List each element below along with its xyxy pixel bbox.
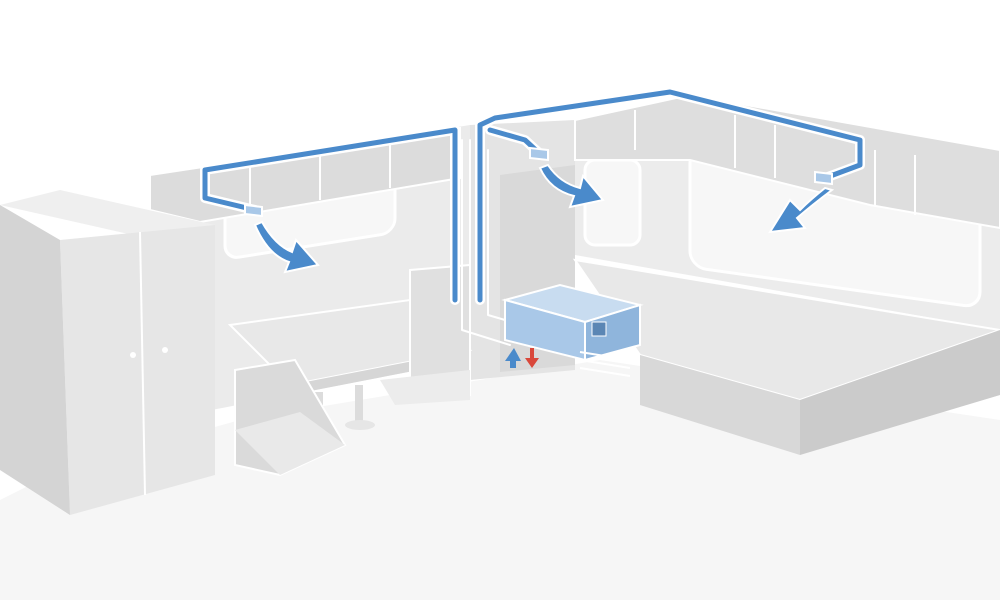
duct-right (477, 89, 863, 303)
table-foot (345, 420, 375, 430)
bed-front (640, 355, 800, 455)
upper-cabinets-right (574, 93, 1000, 230)
duct-drop-lines (461, 139, 511, 346)
bench-front-seat (235, 412, 345, 475)
arrow-icon (253, 220, 320, 274)
arrow-up-icon (505, 348, 521, 368)
arrow-icon (538, 163, 605, 209)
wardrobe-door-split (139, 231, 146, 496)
cabinet-door-lines-left (249, 143, 391, 210)
bed-side (800, 330, 1000, 455)
vent-icon (244, 203, 263, 218)
bench-back-seat (380, 370, 470, 405)
wardrobe-top (0, 190, 215, 240)
cabinet-door-lines-right (634, 110, 916, 215)
duct-system (200, 87, 865, 346)
wardrobe-knob-right (162, 347, 168, 353)
vent-icon (529, 146, 549, 162)
wardrobe-front (60, 225, 215, 515)
wardrobe-knob-left (130, 352, 136, 358)
ac-vent-grille (579, 351, 631, 377)
arrow-down-icon (525, 348, 539, 368)
table-leg-2 (355, 385, 363, 425)
ac-unit-panel (591, 321, 607, 337)
wardrobe-side (0, 205, 70, 515)
arrow-icon (768, 186, 835, 234)
vent-icon (814, 170, 833, 186)
duct-left (202, 127, 458, 303)
